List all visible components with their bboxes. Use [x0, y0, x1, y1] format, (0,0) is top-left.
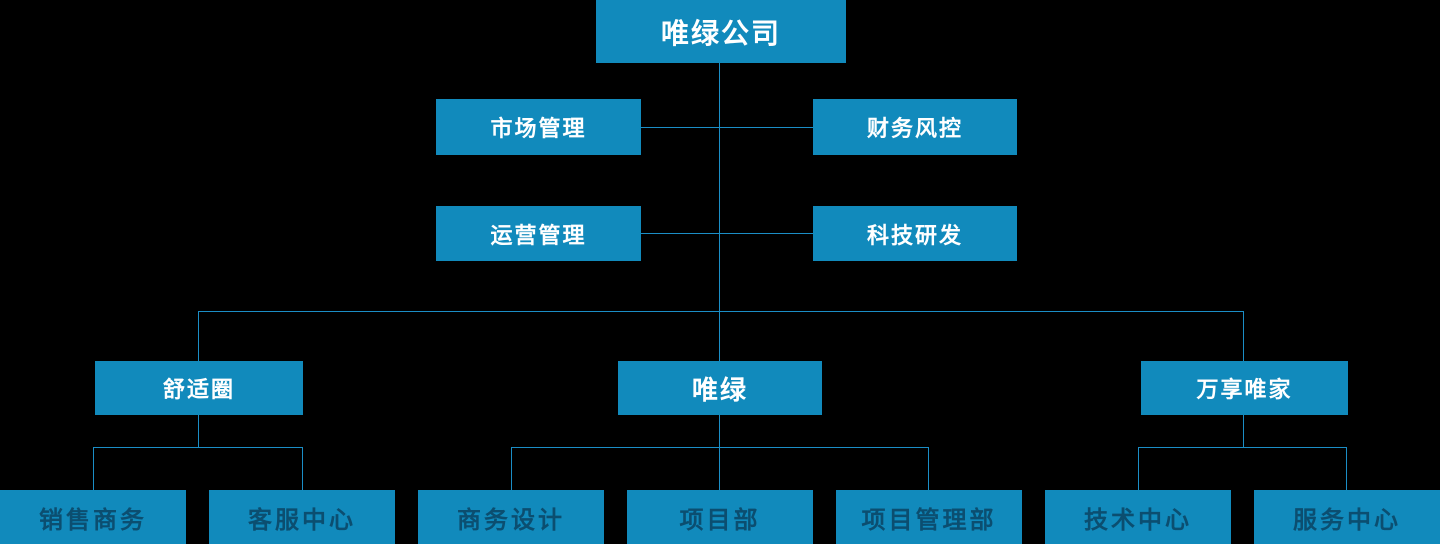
connector-weilv-drop2 — [928, 447, 929, 490]
node-company-root[interactable]: 唯绿公司 — [596, 0, 846, 63]
node-customer-service-center[interactable]: 客服中心 — [209, 490, 395, 544]
node-weilv[interactable]: 唯绿 — [618, 361, 822, 415]
node-finance-risk-control[interactable]: 财务风控 — [813, 99, 1017, 155]
node-tech-research[interactable]: 科技研发 — [813, 206, 1017, 261]
node-sales-business[interactable]: 销售商务 — [0, 490, 186, 544]
connector-weilv-bracket — [511, 447, 929, 448]
node-comfort-zone[interactable]: 舒适圈 — [95, 361, 303, 415]
node-project-department[interactable]: 项目部 — [627, 490, 813, 544]
connector-drop-wanxiang — [1243, 311, 1244, 361]
connector-drop-comfort — [198, 311, 199, 361]
node-market-management[interactable]: 市场管理 — [436, 99, 641, 155]
connector-center-vertical — [719, 63, 720, 361]
node-wanxiang-weijia[interactable]: 万享唯家 — [1141, 361, 1348, 415]
node-project-management-department[interactable]: 项目管理部 — [836, 490, 1022, 544]
connector-wanxiang-down — [1243, 415, 1244, 448]
connector-main-bracket — [198, 311, 1244, 312]
connector-level3-stub — [641, 233, 813, 234]
node-service-center[interactable]: 服务中心 — [1254, 490, 1440, 544]
connector-comfort-drop1 — [93, 447, 94, 490]
connector-wanxiang-drop1 — [1138, 447, 1139, 490]
connector-comfort-down — [198, 415, 199, 448]
connector-comfort-drop2 — [302, 447, 303, 490]
node-business-design[interactable]: 商务设计 — [418, 490, 604, 544]
connector-wanxiang-bracket — [1138, 447, 1346, 448]
connector-level2-stub — [641, 127, 813, 128]
connector-comfort-bracket — [93, 447, 302, 448]
node-operations-management[interactable]: 运营管理 — [436, 206, 641, 261]
connector-wanxiang-drop2 — [1346, 447, 1347, 490]
node-technical-center[interactable]: 技术中心 — [1045, 490, 1231, 544]
connector-weilv-drop1 — [511, 447, 512, 490]
connector-weilv-down — [719, 415, 720, 490]
